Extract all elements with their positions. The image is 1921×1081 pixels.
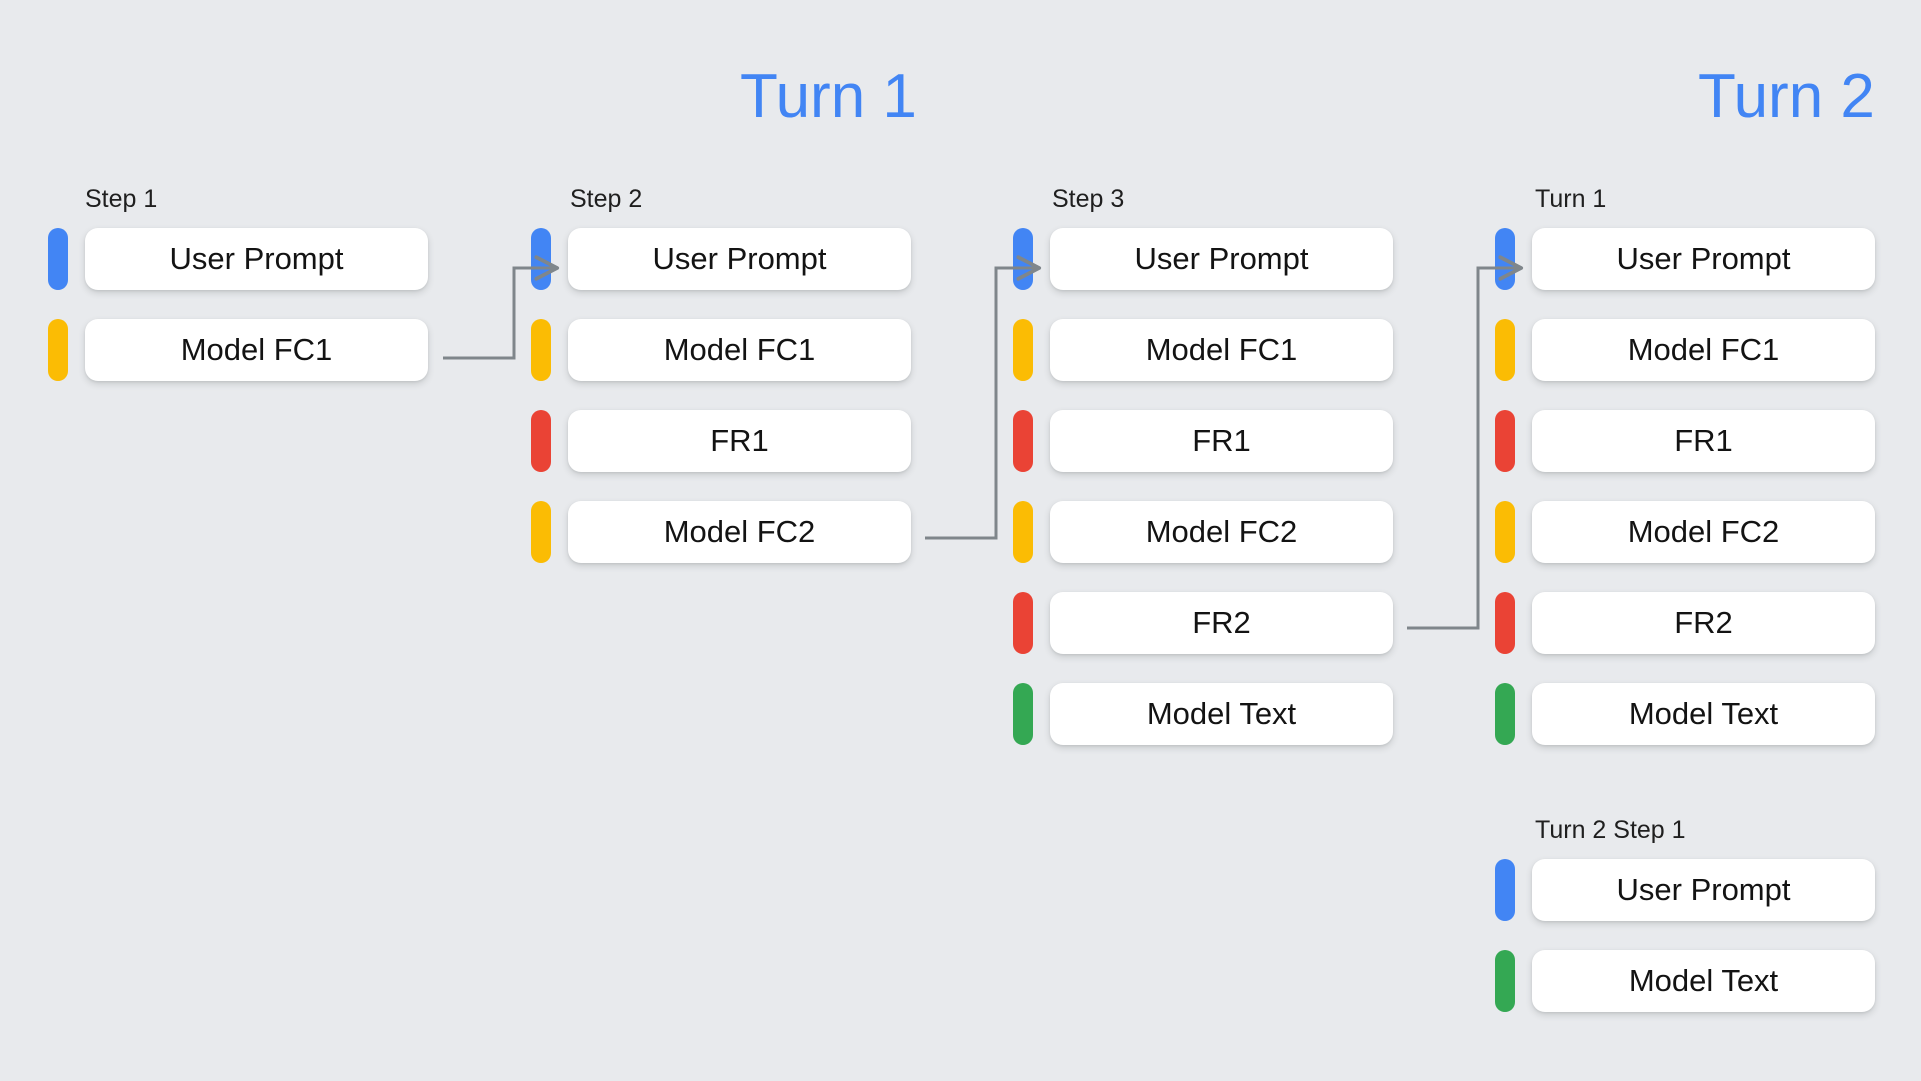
event-card[interactable]: FR1 — [568, 410, 911, 472]
stack-row: Model FC2 — [1495, 501, 1875, 563]
stack-row: FR1 — [1013, 410, 1393, 472]
column-label-step-1: Step 1 — [85, 185, 158, 213]
status-bar-yellow — [48, 319, 68, 381]
status-bar-yellow — [531, 319, 551, 381]
turn-title-2: Turn 2 — [1698, 62, 1875, 131]
column-label-step-3: Step 3 — [1052, 185, 1125, 213]
status-bar-red — [1013, 592, 1033, 654]
event-card[interactable]: Model Text — [1050, 683, 1393, 745]
stack-row: Model FC2 — [531, 501, 911, 563]
stack-row: FR2 — [1013, 592, 1393, 654]
column-label-turn2-step-1: Turn 2 Step 1 — [1535, 816, 1686, 844]
status-bar-yellow — [1495, 319, 1515, 381]
event-card[interactable]: Model FC2 — [568, 501, 911, 563]
stack-row: User Prompt — [1495, 228, 1875, 290]
stack-row: Model FC1 — [1495, 319, 1875, 381]
event-card[interactable]: Model FC1 — [1532, 319, 1875, 381]
stack-row: Model FC2 — [1013, 501, 1393, 563]
status-bar-blue — [48, 228, 68, 290]
stack-row: FR2 — [1495, 592, 1875, 654]
event-card[interactable]: Model Text — [1532, 683, 1875, 745]
event-card[interactable]: FR1 — [1050, 410, 1393, 472]
event-card[interactable]: Model FC2 — [1532, 501, 1875, 563]
stack-row: Model Text — [1013, 683, 1393, 745]
event-card[interactable]: Model FC2 — [1050, 501, 1393, 563]
status-bar-blue — [531, 228, 551, 290]
event-card[interactable]: User Prompt — [568, 228, 911, 290]
event-card[interactable]: Model FC1 — [1050, 319, 1393, 381]
turn-title-1: Turn 1 — [740, 62, 917, 131]
stack-row: Model FC1 — [48, 319, 428, 381]
status-bar-red — [531, 410, 551, 472]
status-bar-green — [1495, 683, 1515, 745]
column-label-step-2: Step 2 — [570, 185, 643, 213]
event-card[interactable]: User Prompt — [1532, 859, 1875, 921]
event-card[interactable]: Model FC1 — [85, 319, 428, 381]
event-card[interactable]: FR1 — [1532, 410, 1875, 472]
event-card[interactable]: Model Text — [1532, 950, 1875, 1012]
event-card[interactable]: FR2 — [1532, 592, 1875, 654]
status-bar-red — [1495, 410, 1515, 472]
stack-row: User Prompt — [531, 228, 911, 290]
status-bar-blue — [1495, 859, 1515, 921]
status-bar-yellow — [1013, 501, 1033, 563]
status-bar-green — [1013, 683, 1033, 745]
stack-row: Model Text — [1495, 683, 1875, 745]
stack-row: User Prompt — [1495, 859, 1875, 921]
event-card[interactable]: FR2 — [1050, 592, 1393, 654]
stack-row: Model Text — [1495, 950, 1875, 1012]
status-bar-yellow — [1013, 319, 1033, 381]
stack-row: Model FC1 — [1013, 319, 1393, 381]
stack-row: Model FC1 — [531, 319, 911, 381]
stack-row: User Prompt — [1013, 228, 1393, 290]
status-bar-yellow — [1495, 501, 1515, 563]
event-card[interactable]: User Prompt — [1050, 228, 1393, 290]
column-label-turn2-turn-1: Turn 1 — [1535, 185, 1607, 213]
status-bar-red — [1013, 410, 1033, 472]
event-card[interactable]: User Prompt — [1532, 228, 1875, 290]
event-card[interactable]: User Prompt — [85, 228, 428, 290]
status-bar-yellow — [531, 501, 551, 563]
status-bar-blue — [1495, 228, 1515, 290]
stack-row: FR1 — [531, 410, 911, 472]
stack-row: User Prompt — [48, 228, 428, 290]
event-card[interactable]: Model FC1 — [568, 319, 911, 381]
status-bar-green — [1495, 950, 1515, 1012]
stack-row: FR1 — [1495, 410, 1875, 472]
status-bar-blue — [1013, 228, 1033, 290]
status-bar-red — [1495, 592, 1515, 654]
